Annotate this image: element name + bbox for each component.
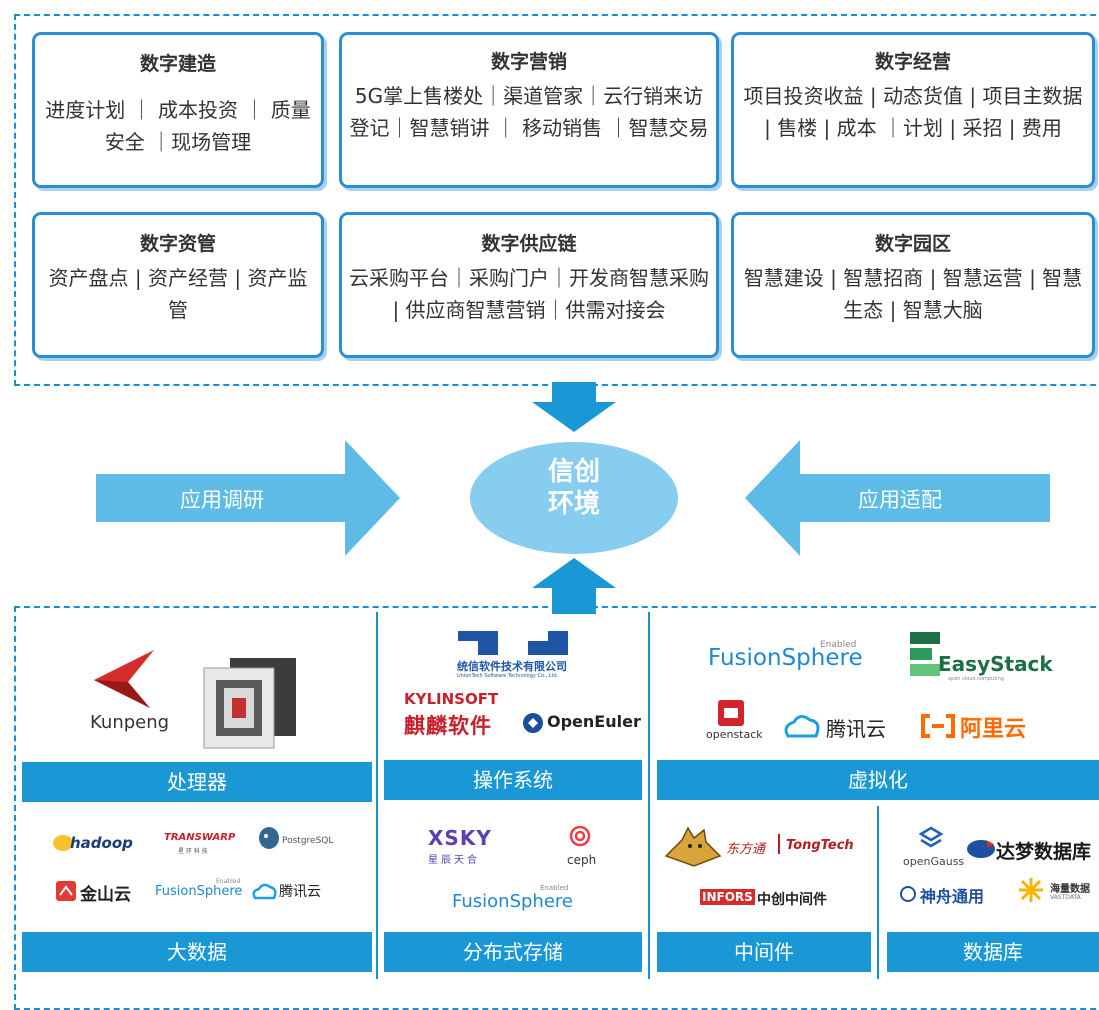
- card-text: 进度计划 ｜ 成本投资 ｜ 质量安全 ｜现场管理: [45, 98, 311, 154]
- card-title: 数字经营: [874, 51, 951, 73]
- separator: [877, 806, 879, 979]
- ceph-label: ceph: [567, 853, 597, 867]
- bar-database: 数据库: [887, 932, 1099, 972]
- right-arrow-shape: [745, 440, 1050, 556]
- kingsoft-label: 金山云: [80, 885, 131, 905]
- card-title: 数字园区: [874, 233, 951, 255]
- aliyun-label: 阿里云: [960, 717, 1027, 742]
- card-title: 数字资管: [139, 233, 216, 255]
- transwarp-label: TRANSWARP: [164, 832, 236, 843]
- enabled-label: Enabled: [820, 640, 857, 650]
- card-text: 5G掌上售楼处｜渠道管家｜云行销来访登记｜智慧销讲 ｜ 移动销售 ｜智慧交易: [349, 84, 709, 140]
- aliyun-icon: [921, 714, 955, 738]
- infors-cn-label: 中创中间件: [757, 892, 827, 908]
- postgresql-icon: [259, 827, 279, 849]
- card-text: 云采购平台｜采购门户｜开发商智慧采购 | 供应商智慧营销｜供需对接会: [349, 266, 709, 322]
- center-label-line2: 环境: [547, 489, 600, 519]
- card-text: 项目投资收益 | 动态货值 | 项目主数据 | 售楼 | 成本 ｜计划 | 采招…: [743, 84, 1083, 140]
- postgresql-label: PostgreSQL: [282, 836, 334, 846]
- xsky-cn-label: 星辰天合: [428, 855, 480, 866]
- tencent-small-label: 腾讯云: [279, 884, 321, 900]
- card-title: 数字供应链: [481, 233, 577, 255]
- card-text: 资产盘点 | 资产经营 | 资产监管: [48, 266, 308, 322]
- transwarp-cn-label: 星 环 科 技: [178, 848, 208, 855]
- right-arrow-label: 应用适配: [858, 488, 942, 512]
- center-label-line1: 信创: [547, 457, 600, 487]
- kunpeng-logo: [94, 650, 154, 708]
- fusionsphere-storage: FusionSphere: [452, 891, 573, 912]
- bar-virtualization: 虚拟化: [657, 760, 1099, 800]
- shenzhou-label: 神舟通用: [920, 887, 985, 906]
- card-title: 数字建造: [139, 53, 216, 75]
- chip-image: [203, 658, 296, 749]
- shenzhou-icon: [900, 886, 916, 902]
- hadoop-label: hadoop: [70, 834, 133, 852]
- left-arrow-label: 应用调研: [180, 488, 264, 512]
- enabled-storage-label: Enabled: [540, 884, 569, 892]
- tongtech-divider: [778, 834, 780, 854]
- uniontech-en-label: UnionTech Software Technology Co., Ltd.: [457, 673, 559, 679]
- bar-os: 操作系统: [384, 760, 642, 800]
- tencent-icon: [784, 715, 820, 738]
- card-digital-operation: 数字经营 项目投资收益 | 动态货值 | 项目主数据 | 售楼 | 成本 ｜计划…: [731, 32, 1095, 188]
- dameng-label: 达梦数据库: [996, 841, 1092, 863]
- vastdata-en-label: VASTDATA: [1050, 894, 1081, 901]
- openstack-icon: [718, 700, 744, 726]
- tongtech-label: TongTech: [786, 838, 854, 853]
- tongtech-cn-label: 东方通: [726, 842, 766, 857]
- tomcat-icon: [664, 826, 722, 867]
- bar-middleware: 中间件: [657, 932, 871, 972]
- easystack-icon: [910, 632, 940, 676]
- left-arrow-shape: [96, 440, 400, 556]
- down-arrow: [532, 382, 616, 432]
- fusionsphere-logo: FusionSphere: [708, 645, 863, 671]
- center-ellipse: [470, 442, 678, 554]
- card-digital-marketing: 数字营销 5G掌上售楼处｜渠道管家｜云行销来访登记｜智慧销讲 ｜ 移动销售 ｜智…: [339, 32, 719, 188]
- up-arrow: [532, 558, 616, 614]
- xsky-label: XSKY: [428, 826, 492, 850]
- bar-bigdata: 大数据: [22, 932, 372, 972]
- kunpeng-label: Kunpeng: [90, 712, 170, 733]
- bar-storage: 分布式存储: [384, 932, 642, 972]
- kingsoft-icon: [56, 881, 76, 901]
- vastdata-icon: [1019, 878, 1043, 902]
- infors-label: INFORS: [700, 889, 755, 905]
- enabled-small-label: Enabled: [216, 878, 241, 885]
- openeuler-icon: [523, 713, 543, 733]
- tencent-small-icon: [252, 883, 277, 900]
- bar-processor: 处理器: [22, 762, 372, 802]
- ceph-icon: [569, 826, 591, 847]
- card-digital-construction: 数字建造 进度计划 ｜ 成本投资 ｜ 质量安全 ｜现场管理: [32, 32, 324, 188]
- tencent-label: 腾讯云: [826, 717, 886, 741]
- card-digital-supply-chain: 数字供应链 云采购平台｜采购门户｜开发商智慧采购 | 供应商智慧营销｜供需对接会: [339, 212, 719, 358]
- openeuler-label: OpenEuler: [547, 712, 641, 731]
- kylinsoft-label: KYLINSOFT: [404, 690, 499, 708]
- vastdata-label: 海量数据: [1050, 884, 1090, 895]
- card-title: 数字营销: [490, 51, 567, 73]
- card-text: 智慧建设 | 智慧招商 | 智慧运营 | 智慧生态 | 智慧大脑: [743, 266, 1083, 322]
- fusionsphere-small: FusionSphere: [155, 884, 243, 899]
- separator: [648, 612, 650, 979]
- separator: [376, 612, 378, 979]
- uniontech-logo: [458, 631, 568, 655]
- kylinsoft-cn-label: 麒麟软件: [404, 714, 492, 738]
- card-digital-park: 数字园区 智慧建设 | 智慧招商 | 智慧运营 | 智慧生态 | 智慧大脑: [731, 212, 1095, 358]
- easystack-sub-label: open cloud computing: [948, 676, 1004, 682]
- hadoop-icon: [53, 835, 73, 851]
- uniontech-label: 统信软件技术有限公司: [457, 660, 567, 673]
- dameng-icon: [967, 840, 995, 858]
- openstack-label: openstack: [706, 728, 763, 741]
- card-digital-asset: 数字资管 资产盘点 | 资产经营 | 资产监管: [32, 212, 324, 358]
- middle-graphics: [96, 382, 1050, 614]
- center-label: 信创 环境: [530, 456, 618, 520]
- opengauss-icon: [918, 826, 944, 848]
- opengauss-label: openGauss: [903, 855, 965, 868]
- easystack-label: EasyStack: [938, 652, 1053, 676]
